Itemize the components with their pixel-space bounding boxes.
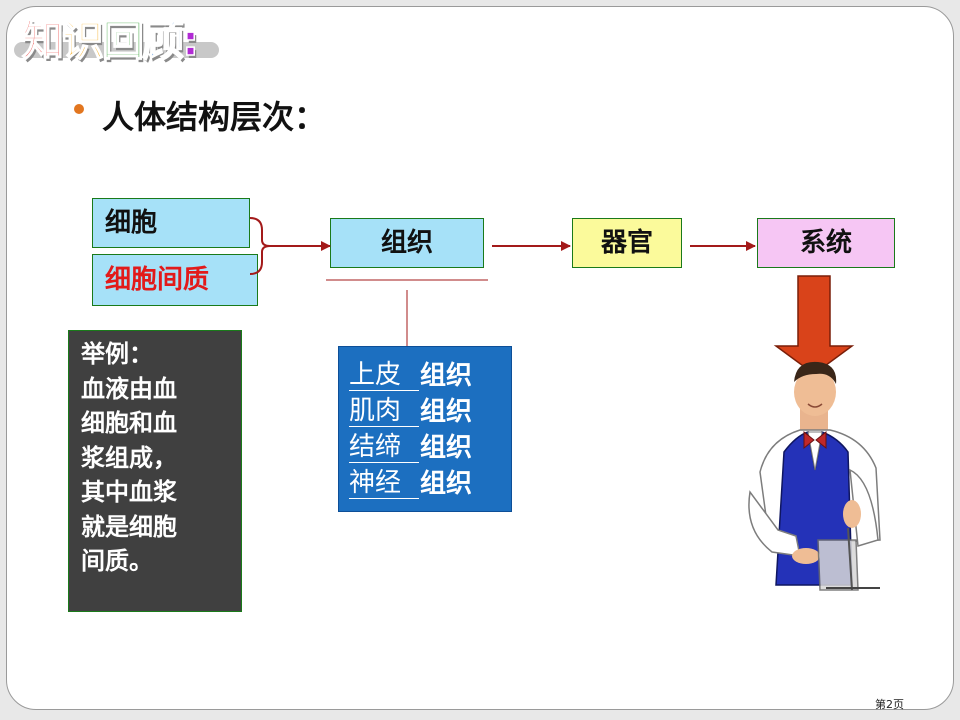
tissue-type-name: 结缔 — [349, 432, 419, 463]
tissue-type-row: 上皮组织 — [349, 355, 511, 391]
tissue-type-suffix: 组织 — [420, 469, 473, 499]
tissue-type-row: 结缔组织 — [349, 427, 511, 463]
bullet-dot-icon — [74, 104, 84, 114]
organ-box: 器官 — [572, 218, 682, 268]
title-ribbon-decoration — [14, 42, 219, 58]
tissue-type-row: 肌肉组织 — [349, 391, 511, 427]
tissue-type-suffix: 组织 — [420, 433, 473, 463]
interstitial-box: 细胞间质 — [92, 254, 258, 306]
example-line: 血液由血 — [81, 374, 177, 403]
tissue-type-name: 上皮 — [349, 360, 419, 391]
tissue-type-name: 神经 — [349, 468, 419, 499]
system-box: 系统 — [757, 218, 895, 268]
example-line: 其中血浆 — [81, 478, 177, 506]
title-char: 顾 — [141, 16, 185, 65]
tissue-types-panel: 上皮组织 肌肉组织 结缔组织 神经组织 — [338, 346, 512, 512]
down-arrow-icon — [773, 275, 855, 375]
slide-title: 知识回顾: — [14, 12, 224, 74]
cell-box: 细胞 — [92, 198, 250, 248]
man-figure-icon — [748, 361, 881, 591]
tissue-type-name: 肌肉 — [349, 396, 419, 427]
title-char: : — [181, 16, 199, 65]
example-line: 细胞和血 — [81, 409, 177, 437]
title-char: 识 — [61, 16, 105, 65]
tissue-type-suffix: 组织 — [420, 361, 473, 391]
example-line: 浆组成， — [81, 443, 177, 472]
title-char: 知 — [21, 16, 65, 65]
tissue-type-suffix: 组织 — [420, 397, 473, 427]
brace-icon — [249, 217, 271, 275]
section-heading: 人体结构层次： — [102, 98, 327, 136]
title-wordart: 知识回顾: — [21, 19, 199, 63]
example-line: 就是细胞 — [81, 512, 177, 541]
example-line: 间质。 — [81, 547, 153, 575]
example-line: 举例： — [81, 340, 153, 368]
page-number: 第2页 — [875, 698, 904, 711]
title-char: 回 — [101, 16, 145, 65]
tissue-type-row: 神经组织 — [349, 463, 511, 499]
example-panel: 举例： 血液由血 细胞和血 浆组成， 其中血浆 就是细胞 间质。 — [68, 330, 242, 612]
tissue-box: 组织 — [330, 218, 484, 268]
